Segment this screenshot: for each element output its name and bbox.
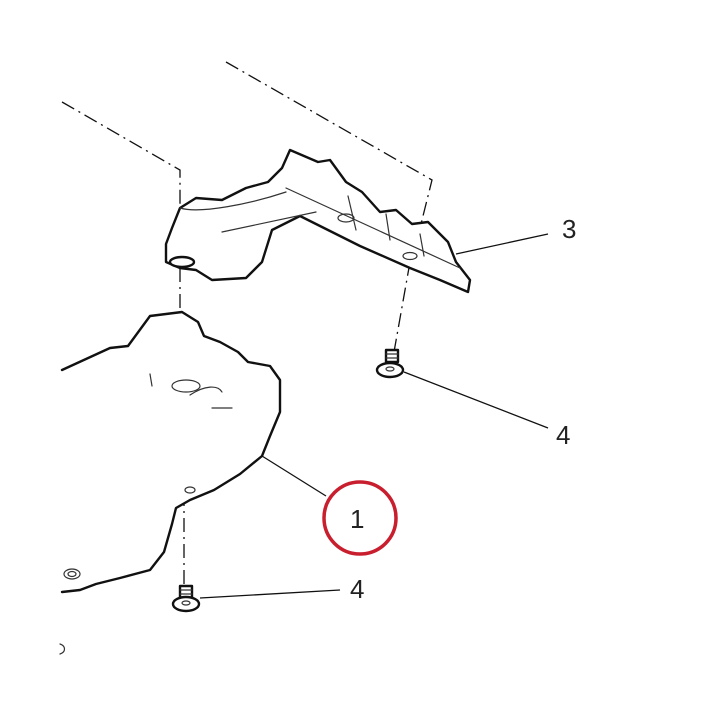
part-1-plate [59, 310, 282, 655]
callout-label-4-upper: 4 [556, 420, 570, 450]
leader-lines [199, 233, 549, 599]
highlight-ring [322, 480, 398, 556]
screw-lower [171, 584, 201, 613]
callout-label-1: 1 [350, 504, 364, 534]
callout-label-3: 3 [562, 214, 576, 244]
callout-label-4-lower: 4 [350, 574, 364, 604]
part-3-bracket [164, 148, 472, 294]
screw-upper [375, 348, 405, 379]
